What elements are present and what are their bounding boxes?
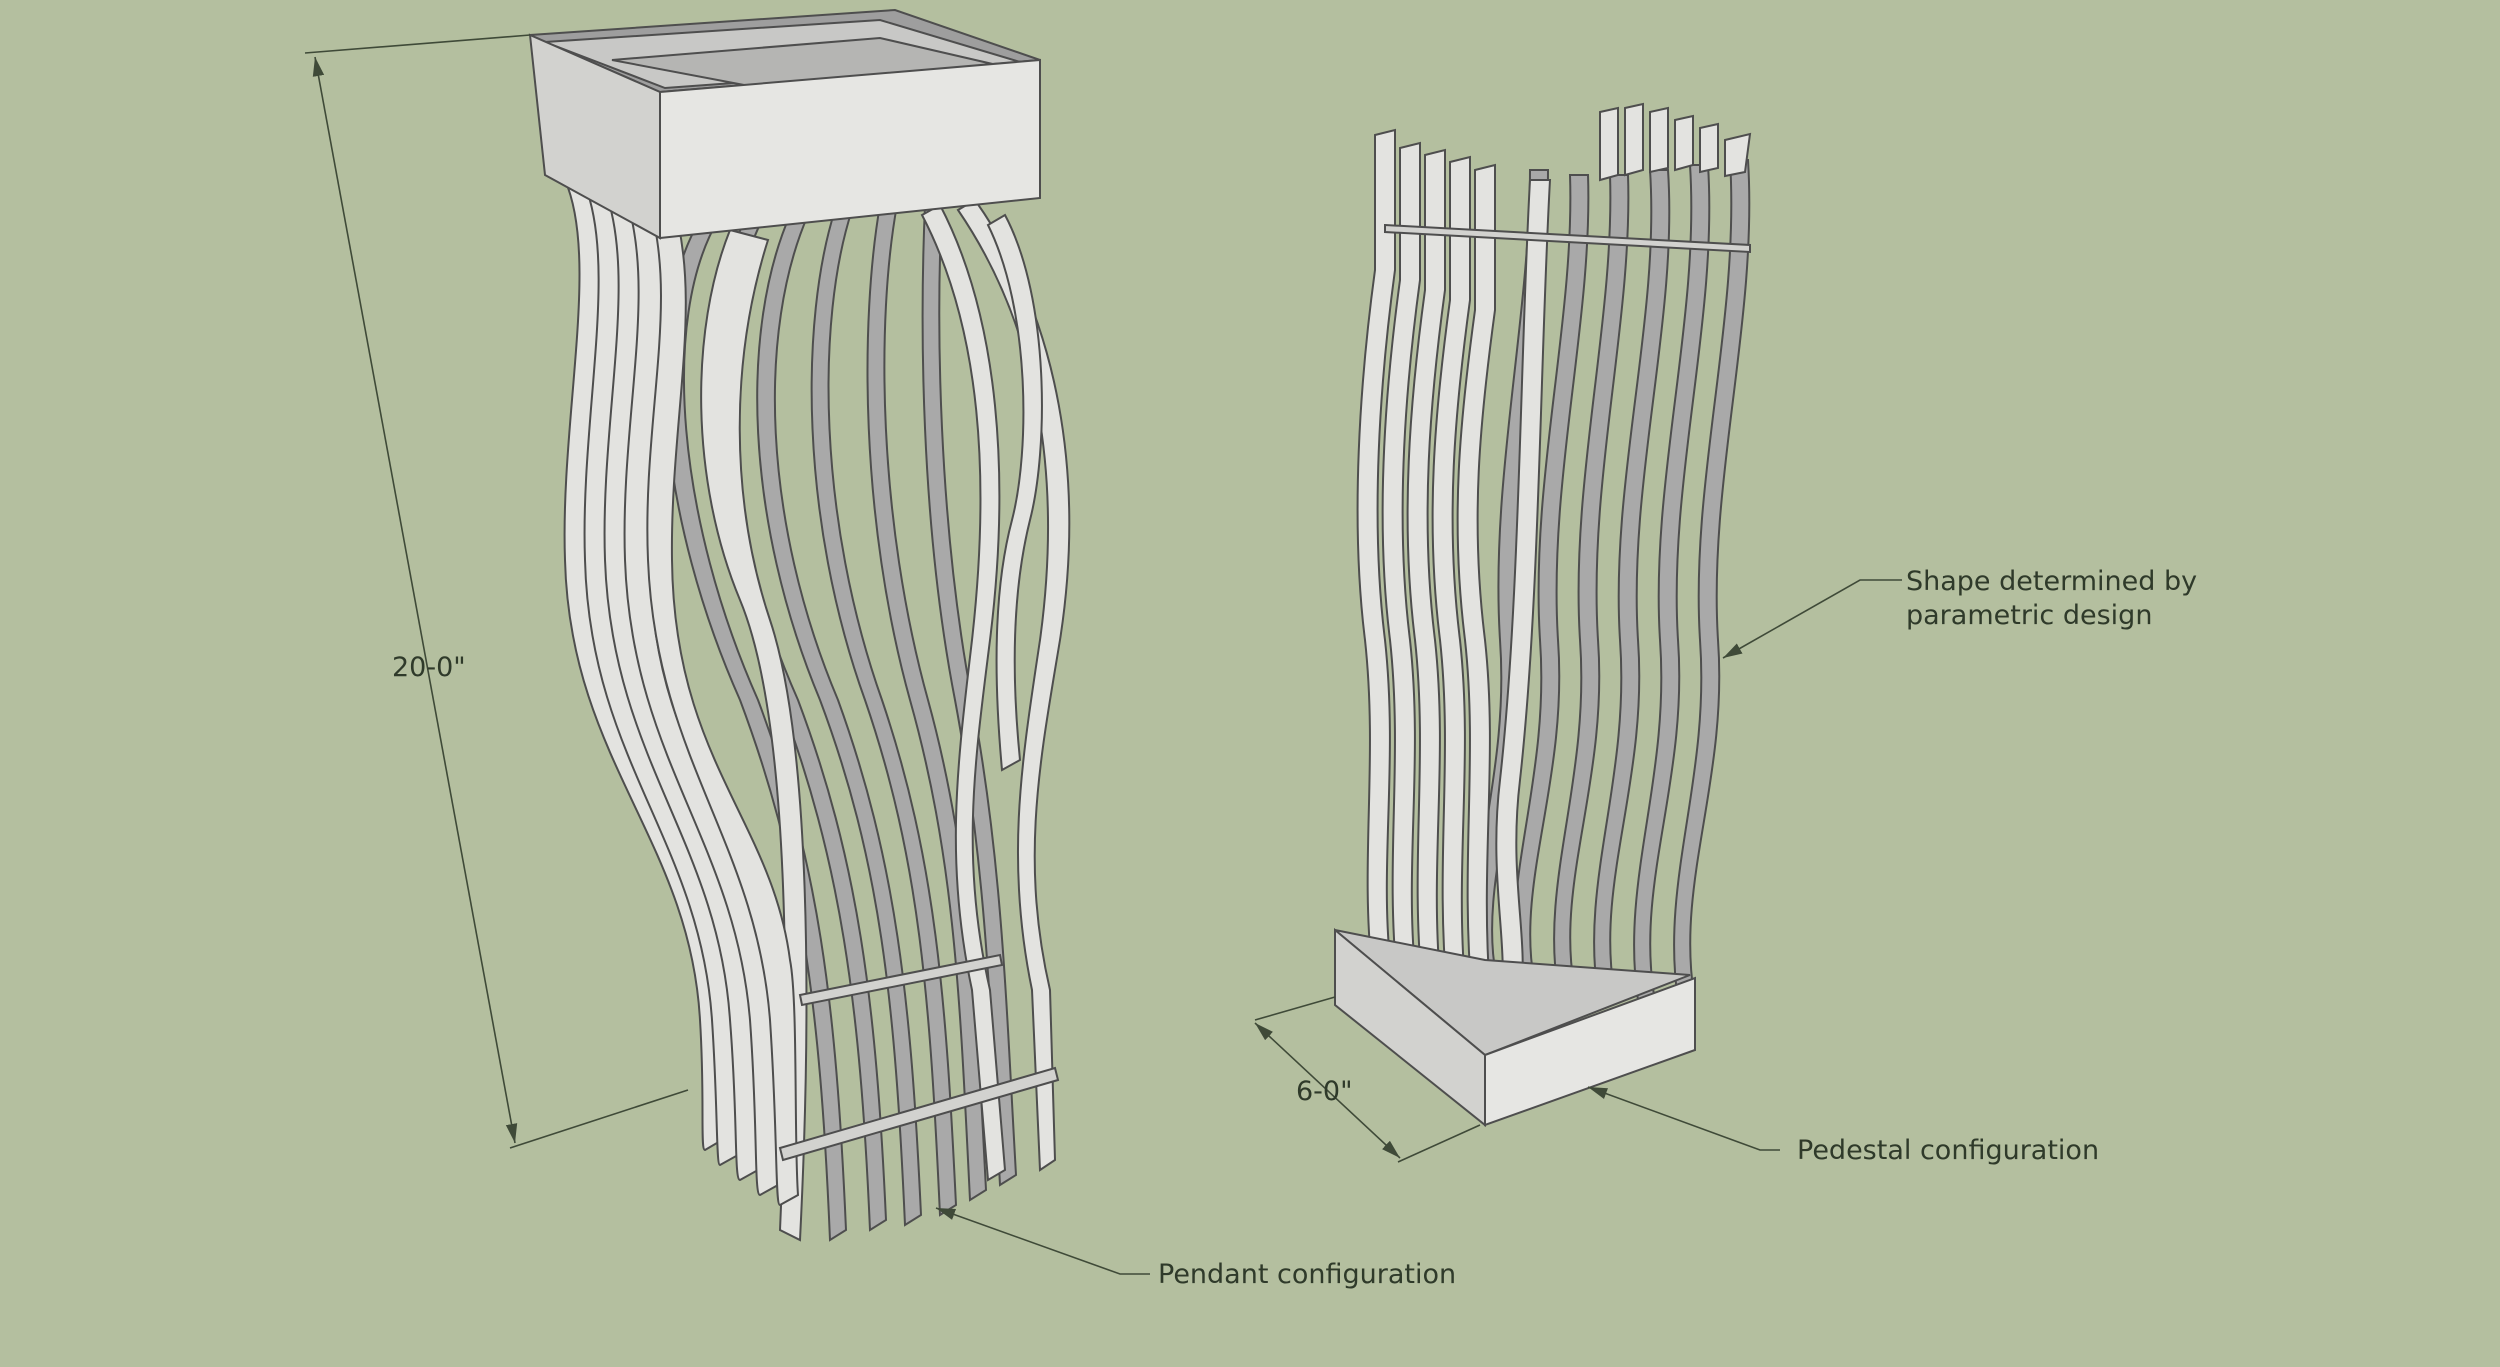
height-dimension-line bbox=[312, 56, 518, 1144]
pendant-leader bbox=[935, 1207, 1150, 1275]
width-extension-left bbox=[1254, 996, 1336, 1021]
pendant-annotation: Pendant configuration bbox=[1158, 1259, 1457, 1290]
width-dimension-label: 6-0" bbox=[1296, 1076, 1353, 1107]
width-dimension-line bbox=[1254, 1022, 1401, 1159]
pedestal-base-box bbox=[1334, 927, 1696, 1128]
pendant-right-fins bbox=[920, 198, 1071, 1182]
dimension-lines bbox=[304, 34, 1481, 1163]
shape-leader bbox=[1722, 579, 1902, 659]
pendant-fixture bbox=[528, 8, 1071, 1242]
pedestal-top-tabs bbox=[1599, 102, 1752, 182]
pendant-center-panel bbox=[700, 228, 808, 1242]
width-extension-right bbox=[1397, 1124, 1481, 1163]
height-extension-top bbox=[304, 34, 531, 54]
pedestal-annotation: Pedestal configuration bbox=[1797, 1135, 2100, 1166]
pendant-housing-box bbox=[528, 8, 1041, 240]
height-extension-bottom bbox=[509, 1089, 689, 1149]
shape-annotation-line2: parametric design bbox=[1906, 600, 2153, 631]
pendant-side-fins bbox=[563, 179, 800, 1207]
shape-annotation-line1: Shape determined by bbox=[1906, 566, 2198, 597]
pendant-cross-bars bbox=[778, 953, 1060, 1162]
pedestal-cross-bar bbox=[1384, 223, 1751, 254]
pedestal-fixture bbox=[1334, 102, 1752, 1128]
pedestal-leader bbox=[1587, 1086, 1780, 1151]
height-dimension-label: 20-0" bbox=[392, 652, 466, 683]
leader-lines bbox=[935, 579, 1902, 1275]
pedestal-front-fins bbox=[1356, 128, 1496, 1000]
